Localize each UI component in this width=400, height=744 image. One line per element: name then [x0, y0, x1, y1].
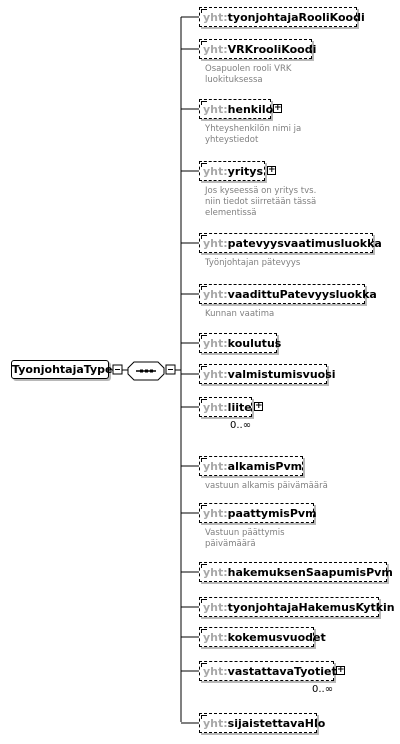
element-box-kokemusvuodet[interactable]: yht:kokemusvuodet [199, 627, 326, 647]
namespace-prefix: yht: [203, 288, 228, 301]
element-box-henkilo[interactable]: yht:henkilo [199, 99, 274, 119]
element-name: vaadittuPatevyysluokka [227, 288, 377, 301]
branch-lines [181, 16, 199, 724]
element-box-valmistumisvuosi[interactable]: yht:valmistumisvuosi [199, 364, 336, 384]
element-box-alkamisPvm[interactable]: yht:alkamisPvm [199, 456, 303, 476]
element-name: hakemuksenSaapumisPvm [227, 566, 393, 579]
expand-plus-icon[interactable]: + [273, 103, 282, 113]
namespace-prefix: yht: [203, 631, 228, 644]
element-corner-marker-icon [201, 564, 207, 568]
element-documentation: Työnjohtajan pätevyys [205, 258, 301, 268]
namespace-prefix: yht: [203, 237, 228, 250]
expand-plus-icon[interactable]: + [336, 665, 345, 675]
element-box-patevyysvaatimusluokka[interactable]: yht:patevyysvaatimusluokka [199, 233, 382, 253]
element-corner-marker-icon [201, 101, 207, 105]
element-corner-marker-icon [201, 715, 207, 719]
element-corner-marker-icon [201, 399, 207, 403]
element-documentation: Jos kyseessä on yritys tvs. niin tiedot … [205, 186, 317, 218]
element-box-yritys[interactable]: yht:yritys [199, 161, 265, 181]
namespace-prefix: yht: [203, 401, 228, 414]
namespace-prefix: yht: [203, 460, 228, 473]
element-name: paattymisPvm [227, 507, 317, 520]
expand-plus-icon[interactable]: + [254, 401, 263, 411]
namespace-prefix: yht: [203, 103, 228, 116]
element-documentation: Kunnan vaatima [205, 309, 275, 319]
element-documentation: vastuun alkamis päivämäärä [205, 481, 328, 491]
element-box-vastattavaTyotieto[interactable]: yht:vastattavaTyotieto [199, 661, 344, 681]
element-corner-marker-icon [201, 629, 207, 633]
element-box-paattymisPvm[interactable]: yht:paattymisPvm [199, 503, 317, 523]
element-corner-marker-icon [201, 163, 207, 167]
element-corner-marker-icon [201, 458, 207, 462]
element-box-tyonjohtajaRooliKoodi[interactable]: yht:tyonjohtajaRooliKoodi [199, 7, 365, 27]
element-name: tyonjohtajaRooliKoodi [227, 11, 365, 24]
element-corner-marker-icon [201, 599, 207, 603]
element-box-VRKrooliKoodi[interactable]: yht:VRKrooliKoodi [199, 39, 316, 59]
element-name: henkilo [227, 103, 274, 116]
namespace-prefix: yht: [203, 11, 228, 24]
element-name: VRKrooliKoodi [227, 43, 317, 56]
namespace-prefix: yht: [203, 368, 228, 381]
element-corner-marker-icon [201, 505, 207, 509]
namespace-prefix: yht: [203, 717, 228, 730]
element-box-sijaistettavaHlo[interactable]: yht:sijaistettavaHlo [199, 713, 325, 733]
element-box-liite[interactable]: yht:liite [199, 397, 252, 417]
cardinality-label: 0..∞ [230, 420, 252, 431]
element-box-tyonjohtajaHakemusKytkin[interactable]: yht:tyonjohtajaHakemusKytkin [199, 597, 395, 617]
cardinality-label: 0..∞ [312, 684, 334, 695]
expand-plus-icon[interactable]: + [267, 165, 276, 175]
element-corner-marker-icon [201, 663, 207, 667]
element-corner-marker-icon [201, 366, 207, 370]
element-corner-marker-icon [201, 286, 207, 290]
element-corner-marker-icon [201, 9, 207, 13]
element-corner-marker-icon [201, 335, 207, 339]
element-corner-marker-icon [201, 235, 207, 239]
element-corner-marker-icon [201, 41, 207, 45]
element-name: alkamisPvm [227, 460, 303, 473]
element-documentation: Vastuun päättymis päivämäärä [205, 528, 285, 549]
element-name: yritys [227, 165, 264, 178]
element-name: koulutus [227, 337, 282, 350]
element-name: patevyysvaatimusluokka [227, 237, 382, 250]
root-type-box[interactable]: TyonjohtajaType [11, 360, 113, 379]
element-box-vaadittuPatevyysluokka[interactable]: yht:vaadittuPatevyysluokka [199, 284, 377, 304]
root-collapse-toggle[interactable] [112, 364, 123, 375]
element-name: liite [227, 401, 252, 414]
element-name: sijaistettavaHlo [227, 717, 326, 730]
element-name: kokemusvuodet [227, 631, 326, 644]
element-name: valmistumisvuosi [227, 368, 336, 381]
namespace-prefix: yht: [203, 337, 228, 350]
element-name: tyonjohtajaHakemusKytkin [227, 601, 395, 614]
namespace-prefix: yht: [203, 43, 228, 56]
namespace-prefix: yht: [203, 601, 228, 614]
root-type-name: TyonjohtajaType [12, 363, 113, 376]
element-box-hakemuksenSaapumisPvm[interactable]: yht:hakemuksenSaapumisPvm [199, 562, 393, 582]
sequence-compositor [127, 361, 165, 381]
sequence-collapse-toggle[interactable] [165, 364, 176, 375]
element-box-koulutus[interactable]: yht:koulutus [199, 333, 281, 353]
namespace-prefix: yht: [203, 665, 228, 678]
namespace-prefix: yht: [203, 165, 228, 178]
element-name: vastattavaTyotieto [227, 665, 345, 678]
namespace-prefix: yht: [203, 507, 228, 520]
namespace-prefix: yht: [203, 566, 228, 579]
element-documentation: Yhteyshenkilön nimi ja yhteystiedot [205, 124, 302, 145]
element-documentation: Osapuolen rooli VRK luokituksessa [205, 64, 292, 85]
